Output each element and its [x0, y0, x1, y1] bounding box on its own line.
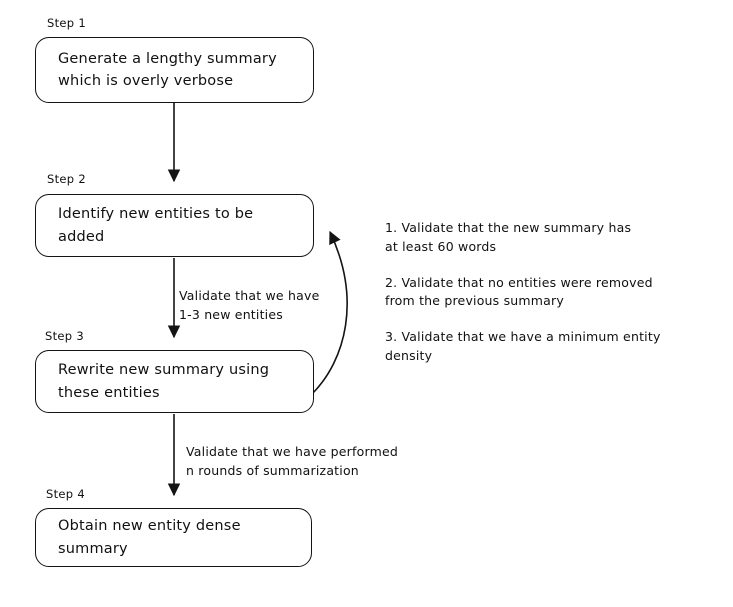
node-step-2[interactable]: Identify new entities to be added	[35, 194, 314, 257]
node-step-3-text: Rewrite new summary using these entities	[58, 362, 270, 401]
node-step-4-text: Obtain new entity dense summary	[58, 518, 241, 557]
step-label-2: Step 2	[47, 172, 86, 186]
edge-label-step2-to-step3: Validate that we have 1-3 new entities	[179, 288, 320, 322]
validation-item-3: 3. Validate that we have a minimum entit…	[385, 329, 661, 363]
step-label-1: Step 1	[47, 16, 86, 30]
node-step-1[interactable]: Generate a lengthy summary which is over…	[35, 37, 314, 103]
step-label-3: Step 3	[45, 329, 84, 343]
node-step-2-text: Identify new entities to be added	[58, 206, 254, 245]
edge-label-step3-to-step4: Validate that we have performed n rounds…	[186, 444, 398, 478]
step-label-4: Step 4	[46, 487, 85, 501]
validation-item-1: 1. Validate that the new summary has at …	[385, 220, 632, 254]
node-step-4[interactable]: Obtain new entity dense summary	[35, 508, 312, 567]
node-step-1-text: Generate a lengthy summary which is over…	[58, 50, 277, 89]
validation-list: 1. Validate that the new summary has at …	[385, 219, 705, 366]
node-step-3[interactable]: Rewrite new summary using these entities	[35, 350, 314, 413]
validation-item-2: 2. Validate that no entities were remove…	[385, 274, 653, 309]
